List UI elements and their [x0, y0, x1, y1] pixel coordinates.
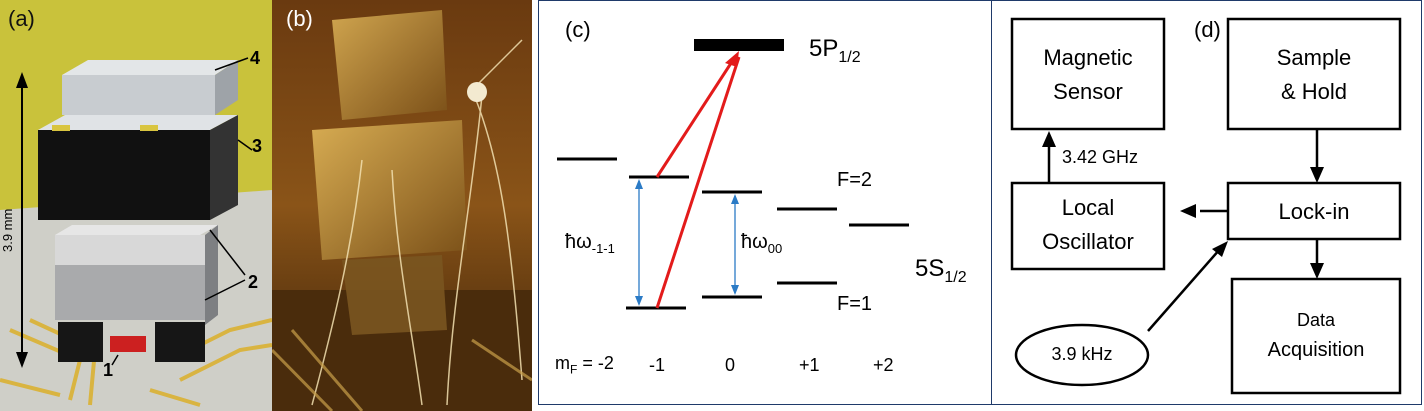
- excited-state-sub: 1/2: [838, 48, 861, 66]
- wires: [311, 39, 523, 406]
- callout-3: 3: [252, 136, 263, 156]
- callout-lines: [111, 57, 253, 366]
- transition-1-sub: -1-1: [591, 241, 615, 256]
- f2-levels: [557, 157, 909, 227]
- mf-main: m: [555, 353, 570, 373]
- dimension-label: 3.9 mm: [0, 208, 15, 252]
- mf-value-minus1: -1: [649, 355, 666, 375]
- excited-level-bar: [694, 39, 784, 51]
- stack-body: [38, 60, 238, 362]
- local-oscillator-line-2: Oscillator: [1042, 229, 1134, 254]
- callout-4: 4: [250, 48, 261, 68]
- lock-in-label: Lock-in: [1228, 195, 1400, 229]
- sample-hold-line-1: Sample: [1276, 45, 1352, 70]
- data-acquisition-box: [1230, 277, 1402, 395]
- data-acquisition-line-2: Acquisition: [1267, 339, 1365, 361]
- local-oscillator-label: Local Oscillator: [1012, 191, 1164, 259]
- freq-ghz-label: 3.42 GHz: [1062, 147, 1139, 167]
- excited-state-main: 5P: [809, 35, 839, 62]
- mf-value-0: 0: [725, 355, 736, 375]
- mf-sub: F: [570, 362, 578, 377]
- ground-state-sub: 1/2: [944, 268, 967, 286]
- panel-d-block-diagram: (d) Magnetic Sensor Sample & Hold Local …: [991, 0, 1422, 405]
- transition-0-sub: 00: [767, 241, 783, 256]
- wire-bond: [467, 82, 487, 102]
- hyperfine-arrows: [638, 181, 736, 304]
- panel-d-svg: [1010, 17, 1402, 395]
- lock-in-line-1: Lock-in: [1278, 199, 1350, 224]
- freq-khz-label: 3.9 kHz: [1051, 344, 1113, 364]
- data-acquisition-label: Data Acquisition: [1232, 305, 1400, 365]
- magnetic-sensor-box: [1010, 17, 1166, 131]
- connectors: [1047, 129, 1319, 332]
- laser-transitions: [655, 56, 741, 309]
- panel-a-illustration: (a) 3.9 mm 4 3 2 1: [0, 0, 272, 411]
- panel-c-energy-diagram: (c) 5P1/2 F=2 F=1 5S1/2 ħω-1-1 ħω00 mF =…: [538, 0, 992, 405]
- panel-a-label: (a): [8, 6, 35, 31]
- panel-c-svg: [557, 39, 909, 310]
- transition-1-label: ħω-1-1: [565, 231, 615, 256]
- f1-levels: [626, 281, 837, 310]
- reference-oscillator-ellipse: [1014, 323, 1150, 387]
- sample-hold-box: [1226, 17, 1402, 131]
- mf-eq: = -2: [582, 353, 614, 373]
- panel-b-photo: (b): [272, 0, 532, 411]
- panel-b-label: (b): [286, 6, 313, 31]
- f2-label: F=2: [837, 169, 873, 191]
- transition-0-label: ħω00: [741, 231, 782, 256]
- magnetic-sensor-label: Magnetic Sensor: [1012, 41, 1164, 109]
- panel-d-label: (d): [1194, 17, 1221, 42]
- excited-state-label: 5P1/2: [809, 35, 861, 67]
- panel-b-svg: [272, 0, 532, 411]
- arrowheads: [1042, 131, 1324, 279]
- f1-label: F=1: [837, 293, 873, 315]
- local-oscillator-box: [1010, 181, 1166, 271]
- callout-1: 1: [103, 360, 114, 380]
- sample-hold-label: Sample & Hold: [1228, 41, 1400, 109]
- callout-2: 2: [248, 272, 259, 292]
- magnetic-sensor-line-2: Sensor: [1053, 79, 1123, 104]
- magnetic-sensor-line-1: Magnetic: [1043, 45, 1133, 70]
- dimension-arrow: [16, 72, 28, 368]
- ground-state-main: 5S: [915, 255, 945, 282]
- transition-0-main: ħω: [741, 231, 768, 253]
- panel-a-svg: [0, 0, 272, 411]
- sample-hold-line-2: & Hold: [1280, 79, 1348, 104]
- mf-value-plus2: +2: [873, 355, 894, 375]
- local-oscillator-line-1: Local: [1061, 195, 1115, 220]
- mf-axis-label: mF = -2: [555, 353, 614, 377]
- transition-1-main: ħω: [565, 231, 592, 253]
- mf-value-plus1: +1: [799, 355, 820, 375]
- panel-c-label: (c): [565, 17, 591, 42]
- ground-state-label: 5S1/2: [915, 255, 967, 287]
- data-acquisition-line-1: Data: [1296, 310, 1336, 330]
